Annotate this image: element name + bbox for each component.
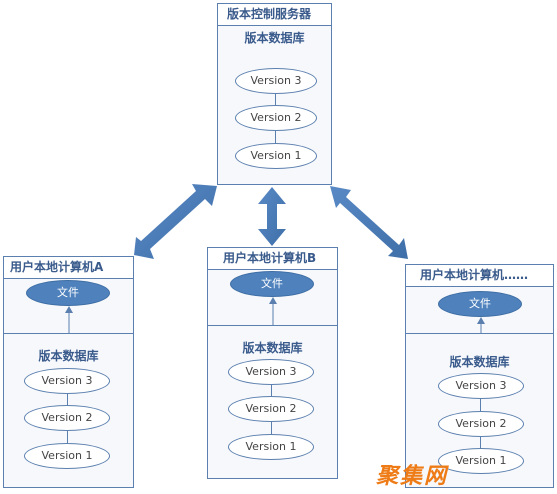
client-more-db-label: 版本数据库 xyxy=(449,355,510,369)
double-arrow-center xyxy=(258,187,286,246)
client-b-box: 用户本地计算机B 文件 版本数据库 Version 3 Version 2 Ve… xyxy=(207,247,338,479)
server-version-3: Version 3 xyxy=(235,68,317,94)
client-more-file: 文件 xyxy=(438,291,522,317)
client-more-version-1: Version 1 xyxy=(438,448,524,474)
client-b-version-3: Version 3 xyxy=(228,359,314,385)
double-arrow-right xyxy=(330,186,408,259)
client-a-up-arrow xyxy=(65,306,73,334)
client-more-title: 用户本地计算机…… xyxy=(406,265,553,287)
client-more-up-arrow xyxy=(477,317,485,333)
client-a-file: 文件 xyxy=(26,280,110,306)
client-b-up-arrow xyxy=(269,297,277,325)
server-box: 版本控制服务器 版本数据库 Version 3 Version 2 Versio… xyxy=(217,3,332,185)
client-b-version-1: Version 1 xyxy=(228,434,314,460)
server-version-2: Version 2 xyxy=(235,105,317,131)
client-a-version-2: Version 2 xyxy=(24,405,110,431)
server-version-1: Version 1 xyxy=(235,143,317,169)
client-b-title: 用户本地计算机B xyxy=(208,248,337,270)
server-db-label: 版本数据库 xyxy=(244,31,305,45)
client-a-version-3: Version 3 xyxy=(24,368,110,394)
watermark-logo: 聚集网 xyxy=(376,464,449,489)
client-more-version-2: Version 2 xyxy=(438,411,524,437)
client-b-db-label: 版本数据库 xyxy=(242,341,303,355)
client-more-version-3: Version 3 xyxy=(438,373,524,399)
double-arrow-left xyxy=(134,184,217,259)
client-b-version-2: Version 2 xyxy=(228,396,314,422)
server-title: 版本控制服务器 xyxy=(218,4,331,26)
client-b-file: 文件 xyxy=(230,271,314,297)
client-a-version-1: Version 1 xyxy=(24,443,110,469)
client-a-title: 用户本地计算机A xyxy=(4,257,133,279)
client-more-box: 用户本地计算机…… 文件 版本数据库 Version 3 Version 2 V… xyxy=(405,264,554,488)
client-a-db-label: 版本数据库 xyxy=(38,349,99,363)
client-a-box: 用户本地计算机A 文件 版本数据库 Version 3 Version 2 Ve… xyxy=(3,256,134,488)
